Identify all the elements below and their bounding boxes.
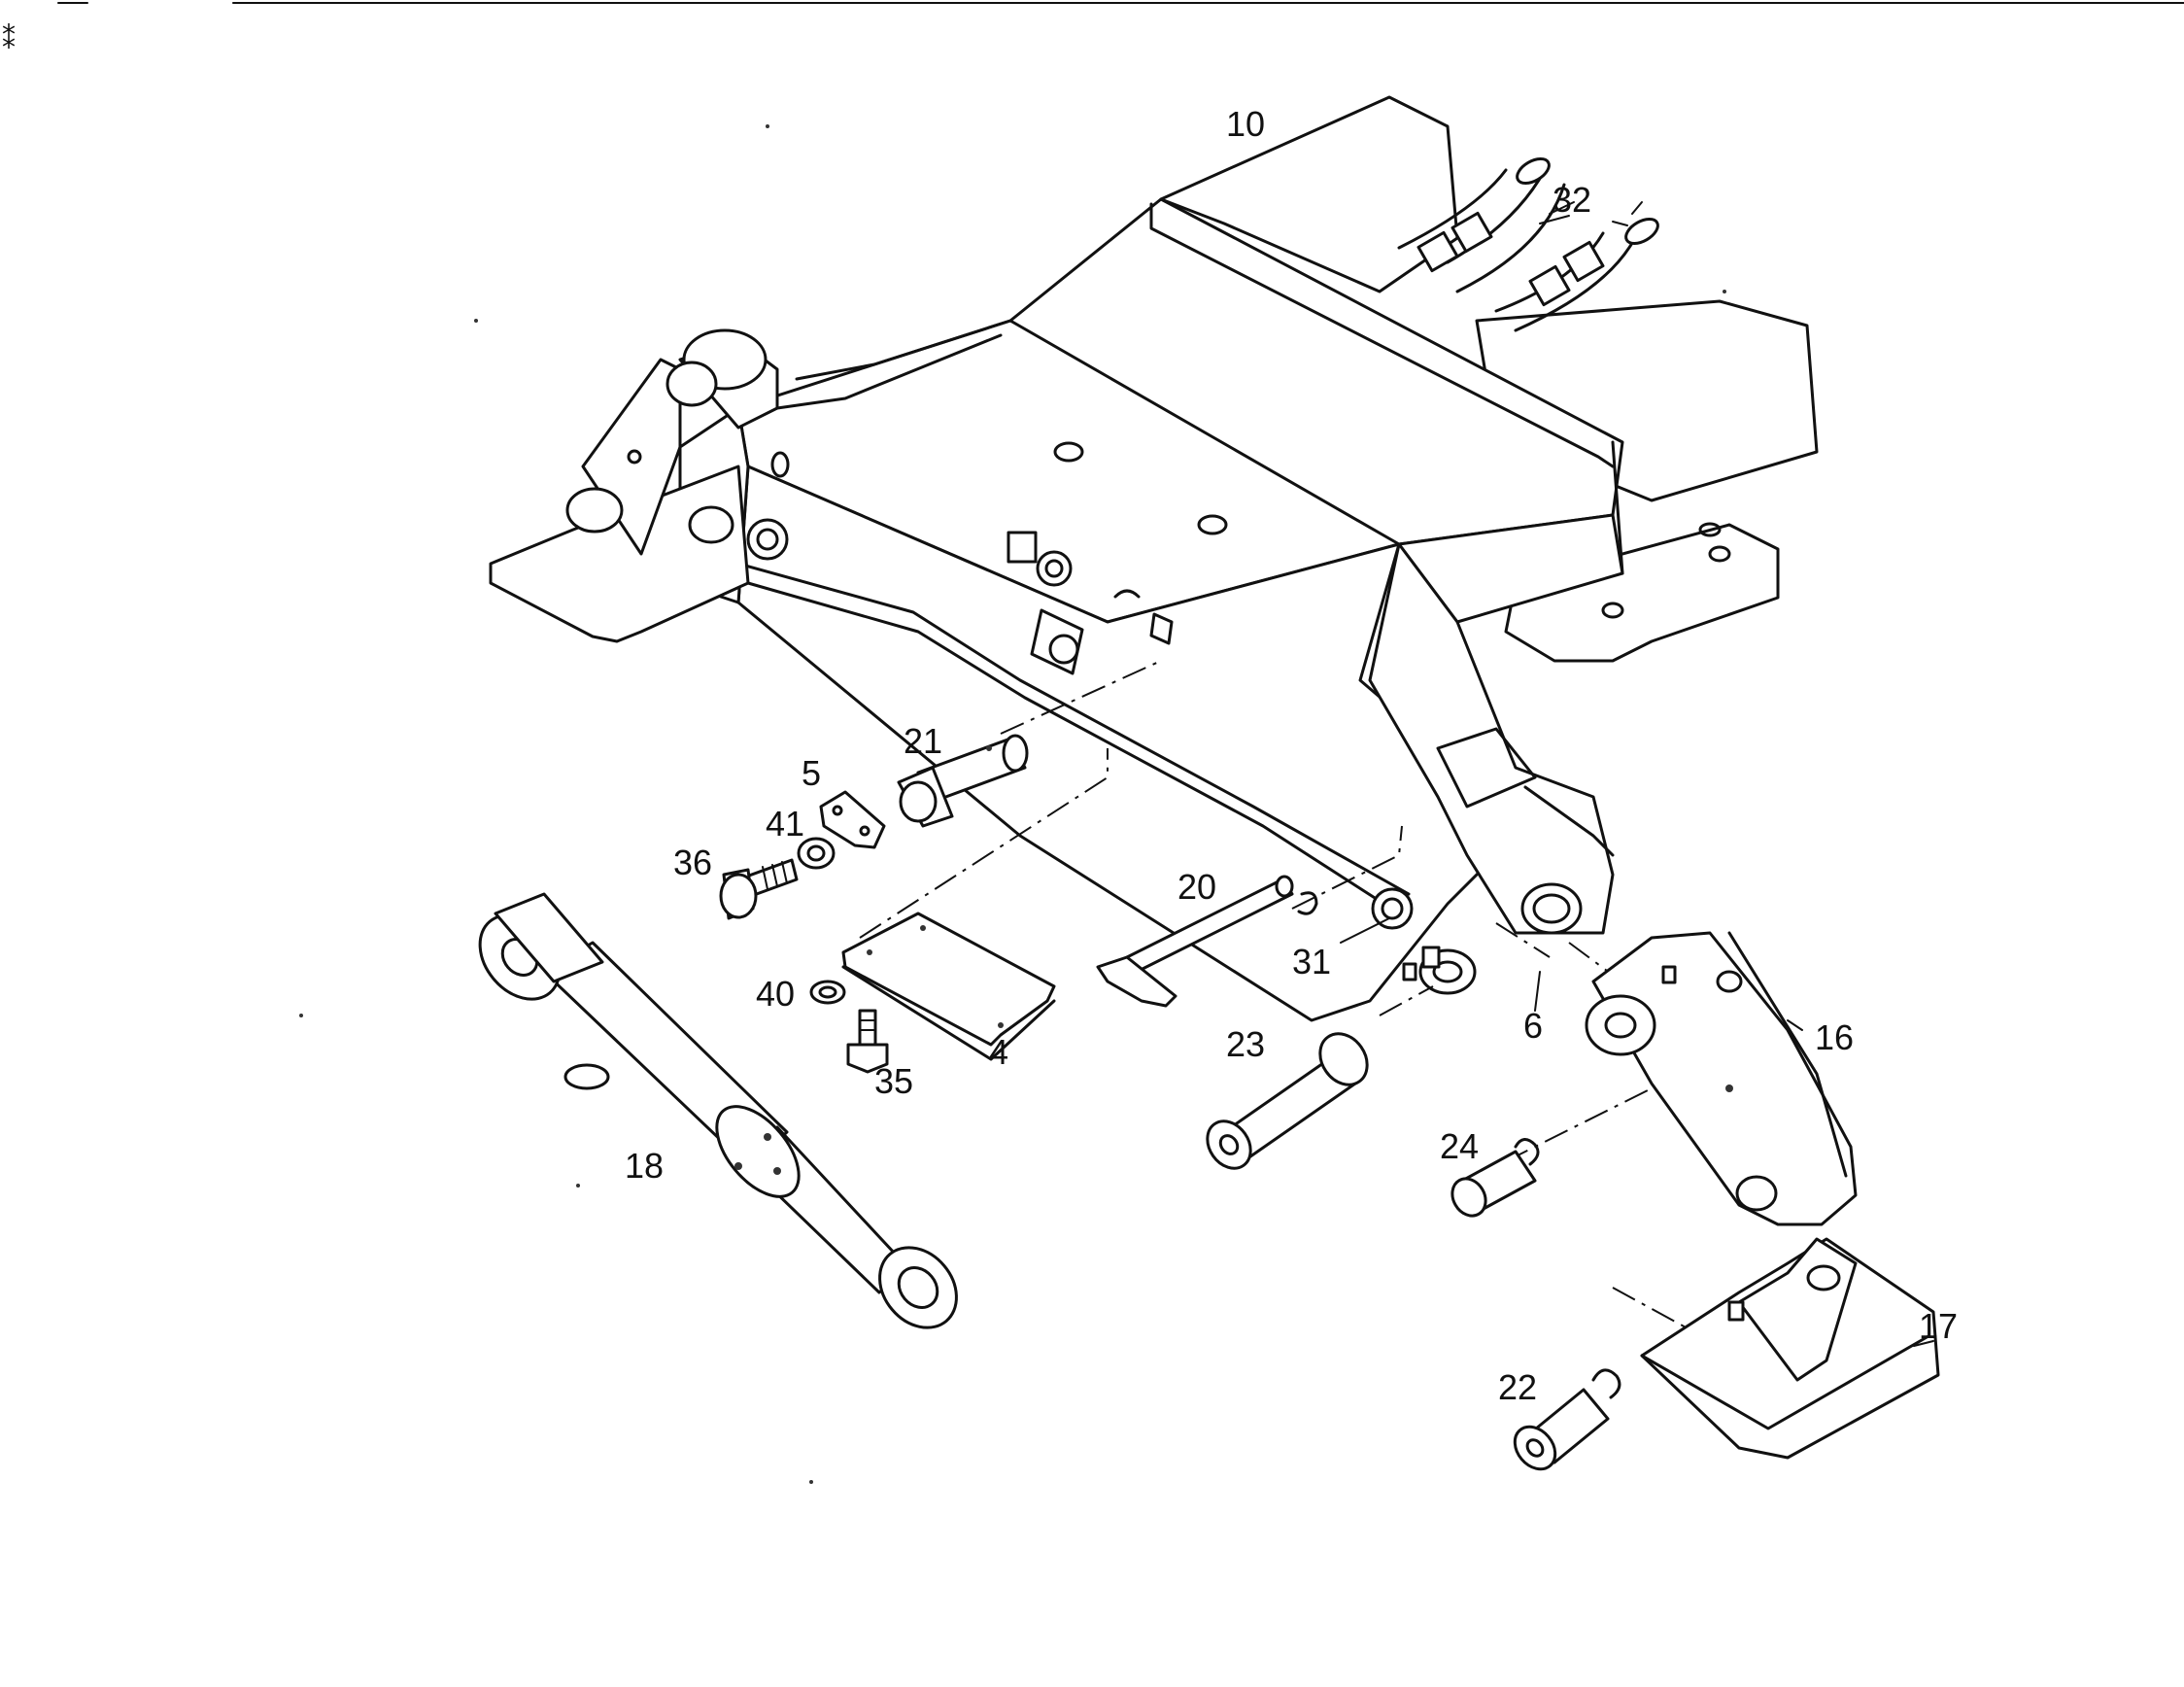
leader-lines (1340, 201, 1934, 1347)
part-labels: 10 32 21 5 41 36 20 31 40 6 16 23 4 35 2… (625, 104, 1958, 1407)
front-pivot-bracket (489, 319, 1012, 643)
hydraulic-hoses-part-32 (1397, 157, 1659, 332)
part-label-6: 6 (1523, 1006, 1543, 1046)
leader-dash-21 (1000, 660, 1162, 735)
leader-dash-23 (1379, 985, 1434, 1016)
part-label-31: 31 (1292, 942, 1331, 981)
bolt-part-35 (846, 1009, 889, 1074)
part-label-32: 32 (1553, 180, 1591, 220)
hydraulic-cylinder-part-18 (478, 892, 958, 1329)
part-label-24: 24 (1440, 1126, 1479, 1166)
part-label-5: 5 (802, 753, 821, 793)
leader-dash-6 (1495, 922, 1551, 958)
pin-part-22 (1513, 1368, 1621, 1471)
bolt-part-36 (719, 858, 799, 920)
part-label-36: 36 (673, 843, 712, 882)
part-label-17: 17 (1919, 1306, 1958, 1346)
scan-speckles (299, 124, 1726, 1484)
part-label-16: 16 (1815, 1017, 1854, 1057)
corner-mark: ⁑ (2, 24, 16, 54)
part-label-4: 4 (989, 1032, 1008, 1072)
washer-part-41 (797, 837, 836, 870)
part-label-23: 23 (1226, 1024, 1265, 1064)
link-bracket-part-16 (1585, 931, 1858, 1226)
part-label-21: 21 (904, 721, 942, 761)
part-label-41: 41 (766, 804, 804, 844)
loader-boom-frame (678, 197, 1624, 1022)
leader-dash-4 (859, 748, 1109, 939)
mount-bracket-part-17 (1640, 1237, 1940, 1460)
cover-plate-part-4 (841, 912, 1056, 1061)
part-label-20: 20 (1177, 867, 1216, 907)
washer-part-40 (809, 980, 846, 1005)
part-label-18: 18 (625, 1146, 664, 1186)
lock-plate-part-5 (819, 790, 886, 849)
pin-part-20 (1096, 875, 1318, 1008)
part-label-10: 10 (1226, 104, 1265, 144)
part-label-35: 35 (874, 1061, 913, 1101)
pin-part-23 (1206, 1032, 1369, 1170)
pin-part-24 (1450, 1138, 1540, 1218)
leader-dash-20 (1291, 825, 1403, 910)
part-label-40: 40 (756, 974, 795, 1014)
part-label-22: 22 (1498, 1367, 1537, 1407)
pin-part-21 (897, 734, 1029, 828)
